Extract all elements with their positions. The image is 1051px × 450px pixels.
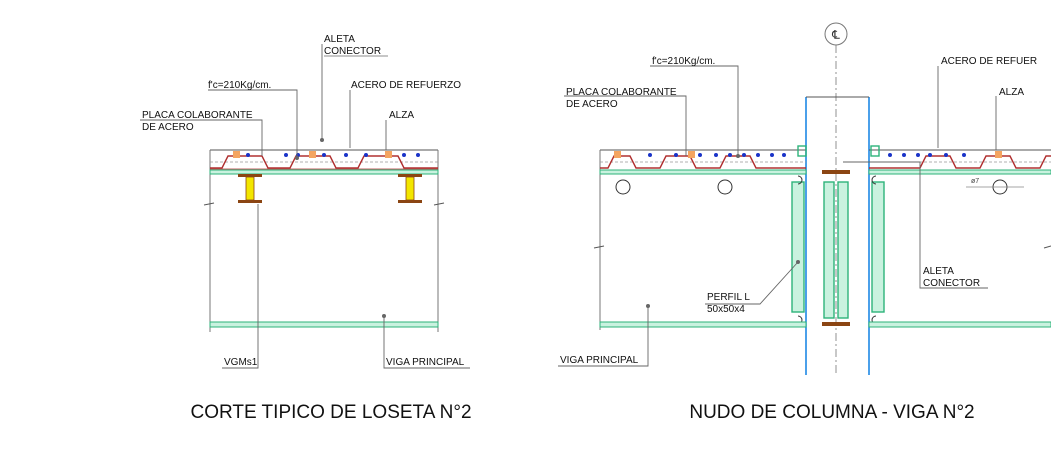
label-conector: CONECTOR — [923, 278, 980, 289]
label-aleta: ALETA — [923, 266, 954, 277]
label-de-acero: DE ACERO — [142, 122, 194, 133]
label-fc: f'c=210Kg/cm. — [208, 80, 271, 91]
left-i-beam-1 — [238, 174, 262, 203]
label-perfil-l: PERFIL L — [707, 292, 750, 303]
hole — [717, 179, 733, 195]
right-steel-deck-right — [869, 155, 1051, 169]
left-detail: ALETA CONECTOR f'c=210Kg/cm. ACERO DE RE… — [140, 34, 472, 423]
central-column-web — [823, 181, 849, 319]
centerline-label: ℄ — [831, 28, 840, 42]
label-aleta: ALETA — [324, 34, 355, 45]
label-placa-colaborante: PLACA COLABORANTE — [566, 87, 677, 98]
label-acero-refuerzo: ACERO DE REFUERZO — [351, 80, 461, 91]
left-leaders — [140, 44, 470, 369]
right-main-beam-left — [599, 321, 807, 328]
right-beam-top-left — [599, 169, 807, 175]
label-fc: f'c=210Kg/cm. — [652, 56, 715, 67]
right-leaders — [558, 65, 997, 367]
label-conector: CONECTOR — [324, 46, 381, 57]
left-detail-title: CORTE TIPICO DE LOSETA N°2 — [190, 402, 471, 423]
left-main-beam — [209, 321, 439, 328]
left-rebar-dots — [246, 153, 420, 157]
dimension-label: ø7 — [971, 178, 979, 185]
left-i-beam-2 — [398, 174, 422, 203]
label-alza: ALZA — [999, 87, 1024, 98]
right-beam-top-right — [868, 169, 1051, 175]
left-steel-deck — [210, 155, 438, 169]
hole — [615, 179, 631, 195]
label-viga-principal: VIGA PRINCIPAL — [386, 357, 465, 368]
right-alza-blocks — [614, 151, 1002, 158]
angle-profiles — [791, 181, 885, 313]
left-slab — [209, 149, 439, 332]
right-detail: ℄ — [558, 22, 1051, 423]
right-detail-title: NUDO DE COLUMNA - VIGA N°2 — [689, 402, 974, 423]
right-rebar-dots — [648, 153, 966, 157]
label-perfil-size: 50x50x4 — [707, 304, 745, 315]
label-placa-colaborante: PLACA COLABORANTE — [142, 110, 253, 121]
label-viga-principal: VIGA PRINCIPAL — [560, 355, 639, 366]
label-vgms: VGMs1 — [224, 357, 258, 368]
right-main-beam-right — [868, 321, 1051, 328]
label-acero-refuerzo: ACERO DE REFUER — [941, 56, 1037, 67]
left-beam-top — [209, 169, 439, 175]
left-alza-blocks — [233, 151, 392, 158]
column-flanges — [805, 97, 870, 375]
label-alza: ALZA — [389, 110, 414, 121]
label-de-acero: DE ACERO — [566, 99, 618, 110]
